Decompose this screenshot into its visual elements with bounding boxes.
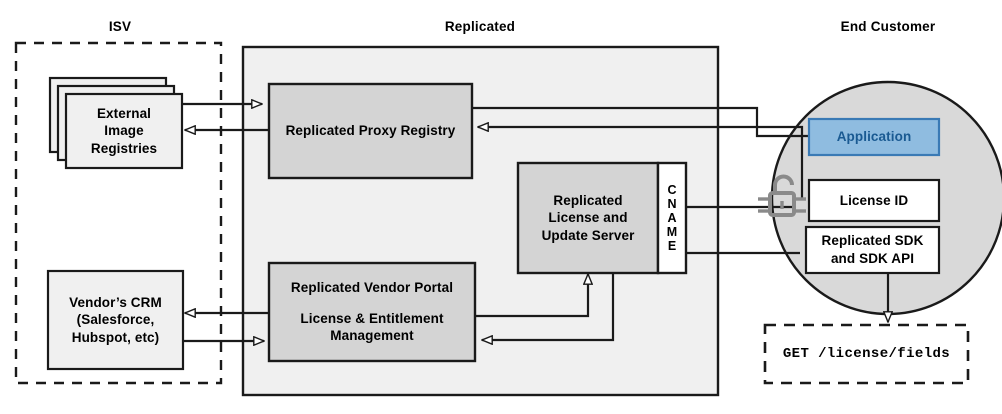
unlocked-padlock-icon bbox=[758, 174, 806, 217]
connector-vendor-portal-to-update-server bbox=[475, 274, 588, 318]
node-replicated-sdk[interactable] bbox=[804, 225, 941, 275]
zone-title-replicated: Replicated bbox=[444, 19, 516, 34]
zone-title-end-customer: End Customer bbox=[840, 19, 936, 34]
zone-isv-box bbox=[14, 41, 223, 385]
node-external-image-registries[interactable] bbox=[48, 76, 184, 170]
node-api-call-box bbox=[763, 323, 970, 385]
node-cname-strip[interactable] bbox=[656, 161, 688, 275]
node-vendors-crm[interactable] bbox=[46, 269, 185, 371]
node-replicated-proxy-registry[interactable] bbox=[267, 82, 474, 180]
connector-customer-to-proxy bbox=[478, 127, 804, 199]
connector-update-server-to-vendor-portal bbox=[482, 272, 615, 340]
node-application[interactable] bbox=[807, 117, 941, 157]
node-license-id[interactable] bbox=[807, 178, 941, 223]
zone-title-isv: ISV bbox=[108, 19, 132, 34]
node-replicated-vendor-portal[interactable] bbox=[267, 261, 477, 363]
connector-proxy-to-application bbox=[472, 106, 828, 136]
node-replicated-license-and-update-server[interactable] bbox=[516, 161, 660, 275]
